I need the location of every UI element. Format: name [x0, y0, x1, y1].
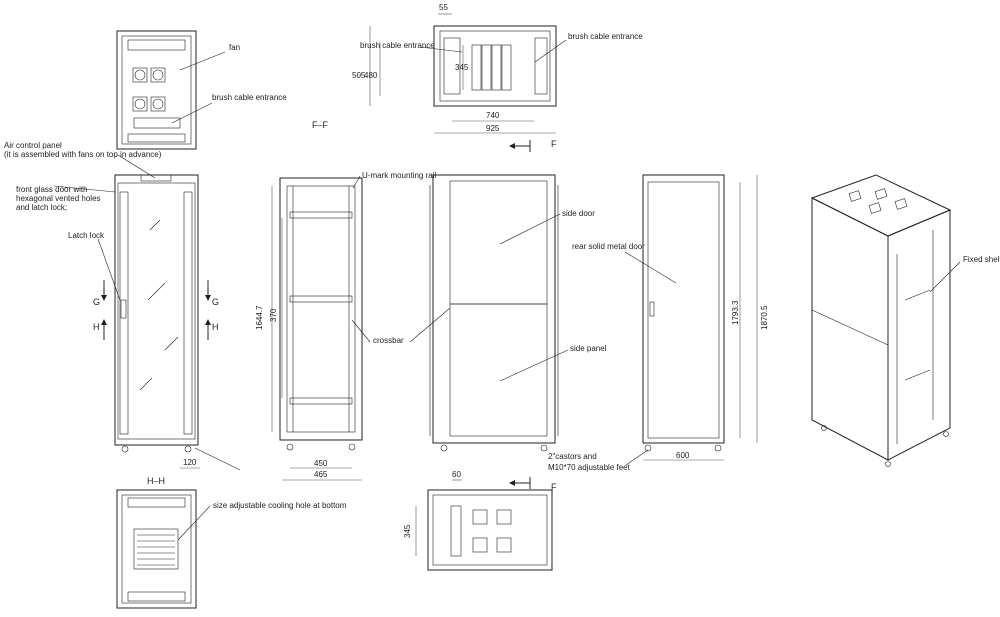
latch-lock-label: Latch lock: [68, 231, 105, 240]
bottom-plan-view: [415, 479, 553, 571]
air-panel-note: (it is assembled with fans on top in adv…: [4, 150, 162, 159]
crossbar-label: crossbar: [373, 336, 404, 345]
isometric-view: [810, 174, 961, 467]
brush-entrance-right-label: brush cable entrance: [568, 32, 643, 41]
top-view-fans: [116, 30, 226, 150]
glass-door-label-1: front glass door with: [16, 185, 88, 194]
dim-1870: 1870.5: [760, 305, 769, 330]
latch-lock-icon: [120, 299, 127, 319]
rear-door-label: rear solid metal door: [572, 242, 645, 251]
side-panel-label: side panel: [570, 344, 607, 353]
bottom-view: [116, 489, 211, 609]
fan-icon: [150, 67, 166, 83]
fan-label: fan: [229, 43, 240, 52]
section-f-top: F: [551, 139, 557, 149]
section-g-right: G: [212, 297, 219, 307]
dim-925: 925: [486, 124, 500, 133]
frame-view: [271, 175, 371, 481]
dim-600: 600: [676, 451, 690, 460]
dim-480: 480: [364, 71, 378, 80]
section-h-right: H: [212, 322, 219, 332]
side-view: [409, 174, 569, 489]
section-ff-label: F–F: [312, 120, 329, 130]
brush-entrance-left-label: brush cable entrance: [360, 41, 435, 50]
front-view: [53, 154, 241, 471]
fan-icon: [150, 96, 166, 112]
glass-door-label-3: and latch lock;: [16, 203, 67, 212]
u-rail-label: U-mark mounting rail: [362, 171, 436, 180]
fixed-shelf-label: Fixed shelf: [963, 255, 1000, 264]
section-h-left: H: [93, 322, 100, 332]
rear-view: [624, 174, 758, 466]
castors-label-1: 2"castors and: [548, 452, 597, 461]
dim-55: 55: [439, 3, 448, 12]
dim-1793: 1793.3: [731, 300, 740, 325]
glass-door-label-2: hexagonal vented holes: [16, 194, 101, 203]
dim-740: 740: [486, 111, 500, 120]
dim-120: 120: [183, 458, 197, 467]
door-handle-icon: [649, 301, 655, 317]
brush-entrance-label: brush cable entrance: [212, 93, 287, 102]
dim-345-bottom: 345: [403, 524, 412, 538]
top-plan-view: [369, 13, 567, 152]
dim-345-top: 345: [455, 63, 469, 72]
dim-465: 465: [314, 470, 328, 479]
fan-icon: [132, 67, 148, 83]
fan-icon: [132, 96, 148, 112]
dim-1644: 1644.7: [255, 305, 264, 330]
castors-label-2: M10*70 adjustable feet: [548, 463, 631, 472]
air-panel-label: Air control panel: [4, 141, 62, 150]
dim-450: 450: [314, 459, 328, 468]
section-g-left: G: [93, 297, 100, 307]
side-door-label: side door: [562, 209, 595, 218]
section-hh-label: H–H: [147, 476, 165, 486]
section-f-bottom: F: [551, 482, 557, 492]
dim-370: 370: [269, 308, 278, 322]
dim-60: 60: [452, 470, 461, 479]
cooling-hole-label: size adjustable cooling hole at bottom: [213, 501, 347, 510]
dim-505: 505: [352, 71, 366, 80]
